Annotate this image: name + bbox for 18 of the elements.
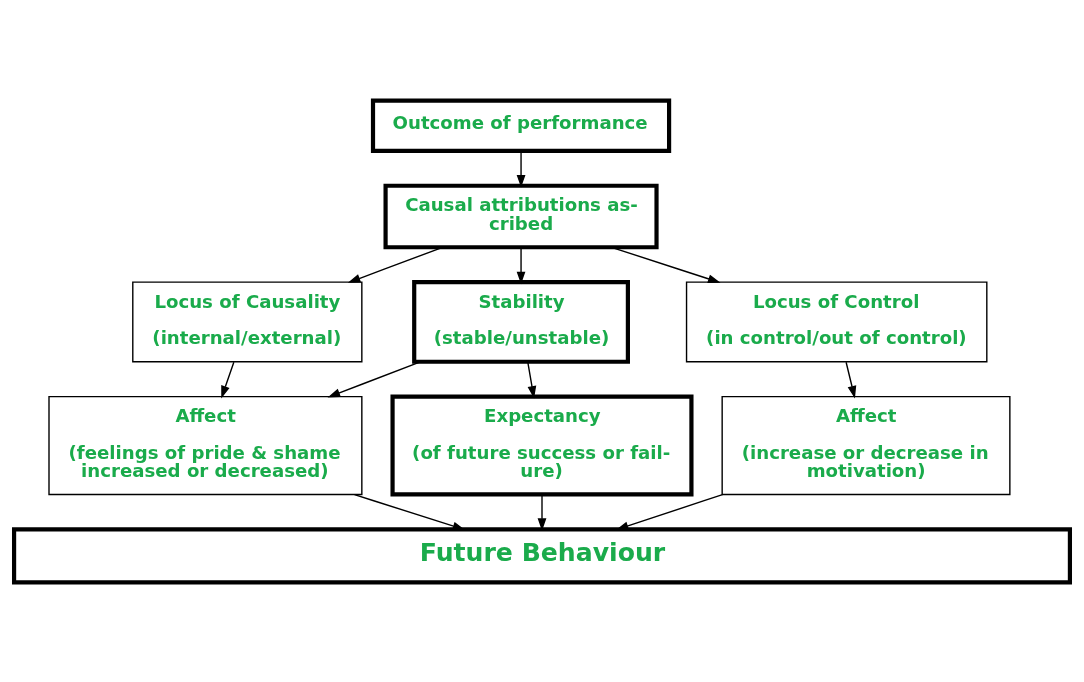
arrow [221,361,235,398]
arrow [615,493,724,530]
node-box: Locus of Control (in control/out of control) [685,280,988,362]
node-box: Locus of Causality (internal/external) [132,280,363,362]
node-box: Stability (stable/unstable) [412,279,630,364]
node-box: Causal attributions as- cribed [383,183,659,249]
arrow [845,361,857,399]
arrow [516,246,526,284]
node-box: Affect (feelings of pride & shame increased or decreased) [48,395,363,495]
arrow [347,246,444,283]
arrow [537,493,547,531]
node-box: Affect (increase or decrease in motivation) [721,395,1011,495]
node-box: Future Behaviour [12,526,1072,584]
node-box: Expectancy (of future success or fail- ure) [390,394,694,497]
node-box: Outcome of performance [370,98,672,153]
arrow [353,493,466,530]
arrow [327,360,421,397]
arrow [610,246,721,283]
